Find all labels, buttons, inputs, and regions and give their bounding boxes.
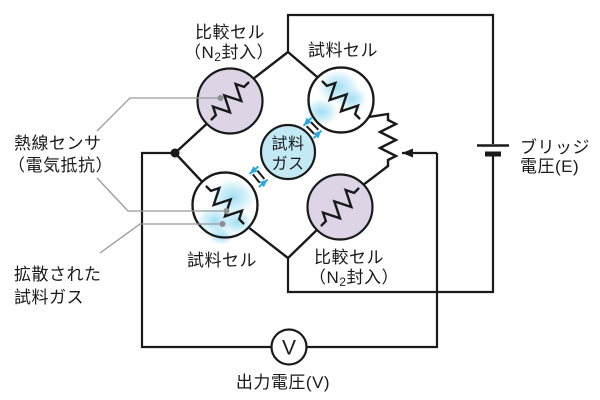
label-sample-gas-line2: ガス [271, 155, 304, 173]
label-output-voltage: 出力電圧(V) [236, 373, 330, 392]
wire-top-loop [286, 13, 495, 144]
cell-top-right-outline [307, 66, 375, 134]
sample-gas-circle [259, 123, 317, 181]
voltmeter: V [270, 328, 308, 366]
label-cell-top-left-line1: 比較セル [195, 23, 265, 42]
leader-dot [219, 221, 226, 227]
battery-icon [477, 144, 509, 157]
label-cell-top-right: 試料セル [308, 41, 378, 60]
label-cell-bottom-right-line2: （N2封入） [309, 268, 399, 289]
voltmeter-symbol: V [282, 337, 296, 360]
cell-bottom-right-circle [306, 173, 374, 241]
diffusion-channel-top-right [302, 117, 323, 140]
label-diffused-gas-line2: 試料ガス [14, 288, 84, 307]
label-sample-gas-line1: 試料 [271, 135, 304, 153]
wire-bottom-return [286, 156, 495, 294]
leader-dot [223, 208, 230, 214]
leader-hot-wire-bottom [96, 177, 224, 212]
voltmeter-circle [270, 328, 308, 366]
gas-flow-arrow [312, 129, 323, 140]
label-hot-wire-sensor-line1: 熱線センサ [14, 134, 102, 153]
label-hot-wire-sensor-line2: （電気抵抗） [8, 156, 113, 175]
bridge-arms [173, 50, 390, 260]
label-cell-bottom-right-line1: 比較セル [314, 248, 384, 267]
label-cell-bottom-left: 試料セル [187, 251, 257, 270]
leader-diffused-gas [99, 223, 220, 254]
circuit-wires [140, 13, 495, 349]
junction-dot [170, 148, 180, 158]
variable-resistor [378, 112, 398, 168]
wire-output-loop [140, 151, 439, 349]
cell-bottom-left-outline [191, 171, 259, 239]
leader-lines [96, 95, 230, 254]
leader-hot-wire-top [96, 97, 218, 132]
gas-flow-arrow [302, 117, 313, 127]
label-diffused-gas-line1: 拡散された [14, 265, 102, 284]
gas-flow-arrow [258, 178, 269, 188]
label-bridge-voltage-line1: ブリッジ [520, 137, 590, 157]
label-cell-top-left-line2: （N2封入） [184, 43, 274, 64]
cell-top-left-circle [196, 67, 264, 135]
gas-flow-arrow [248, 165, 260, 175]
diffusion-channel-bottom-left [248, 165, 269, 188]
label-bridge-voltage-line2: 電圧(E) [520, 157, 579, 176]
leader-dot [217, 95, 224, 101]
diffused-gas-glow [197, 70, 367, 245]
